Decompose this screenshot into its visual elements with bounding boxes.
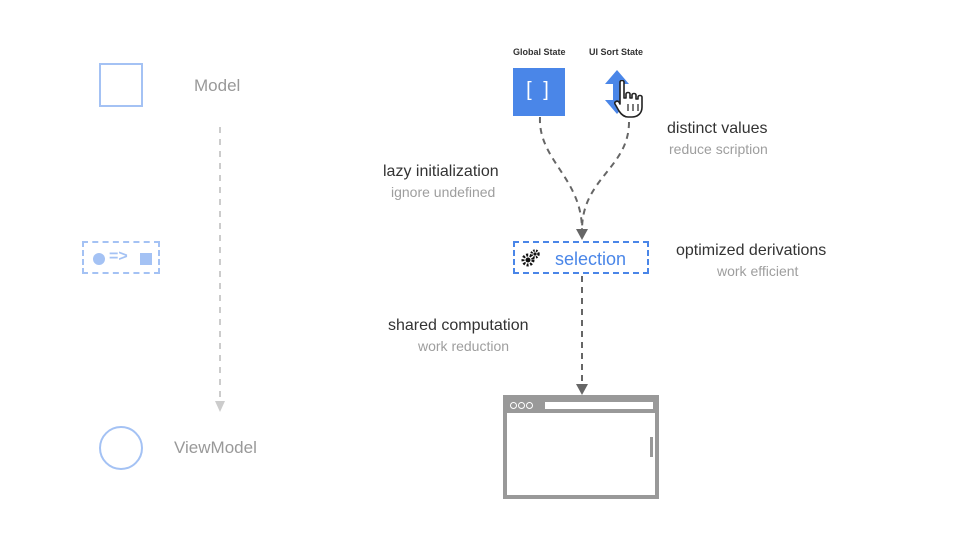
model-label: Model [194, 76, 241, 95]
selection-label: selection [555, 249, 627, 269]
shared-computation-title: shared computation [388, 317, 529, 334]
window-dot [526, 402, 533, 409]
arrow-global-to-selection [538, 116, 583, 231]
address-bar [545, 402, 653, 409]
hand-pointer-icon [614, 80, 643, 118]
global-state-content: [ ] [526, 79, 552, 101]
lazy-initialization-title: lazy initialization [383, 163, 499, 180]
square-shape-icon [140, 253, 152, 265]
selection-node: selection [513, 241, 649, 274]
viewmodel-circle-icon [99, 426, 143, 470]
arrowhead-selection [576, 229, 588, 240]
model-square-icon [99, 63, 143, 107]
distinct-values-subtitle: reduce scription [669, 141, 768, 157]
transform-icon: => [82, 241, 160, 274]
transform-arrow: => [109, 248, 128, 265]
legend-flow-arrow [215, 127, 225, 412]
window-dot [510, 402, 517, 409]
arrowhead-view [576, 384, 588, 395]
browser-window-icon [503, 395, 659, 499]
gears-icon [521, 249, 540, 267]
optimized-derivations-title: optimized derivations [676, 242, 827, 259]
lazy-initialization-subtitle: ignore undefined [391, 184, 496, 200]
viewmodel-label: ViewModel [174, 438, 257, 457]
scrollbar [650, 437, 653, 457]
arrow-sort-to-selection [581, 121, 630, 231]
optimized-derivations-subtitle: work efficient [717, 263, 799, 279]
distinct-values-title: distinct values [667, 120, 768, 137]
circle-shape-icon [93, 253, 105, 265]
global-state-box: [ ] [513, 68, 565, 116]
browser-titlebar [507, 399, 655, 413]
global-state-label: Global State [513, 47, 566, 57]
window-dot [518, 402, 525, 409]
shared-computation-subtitle: work reduction [418, 338, 510, 354]
ui-sort-state-label: UI Sort State [589, 47, 644, 57]
